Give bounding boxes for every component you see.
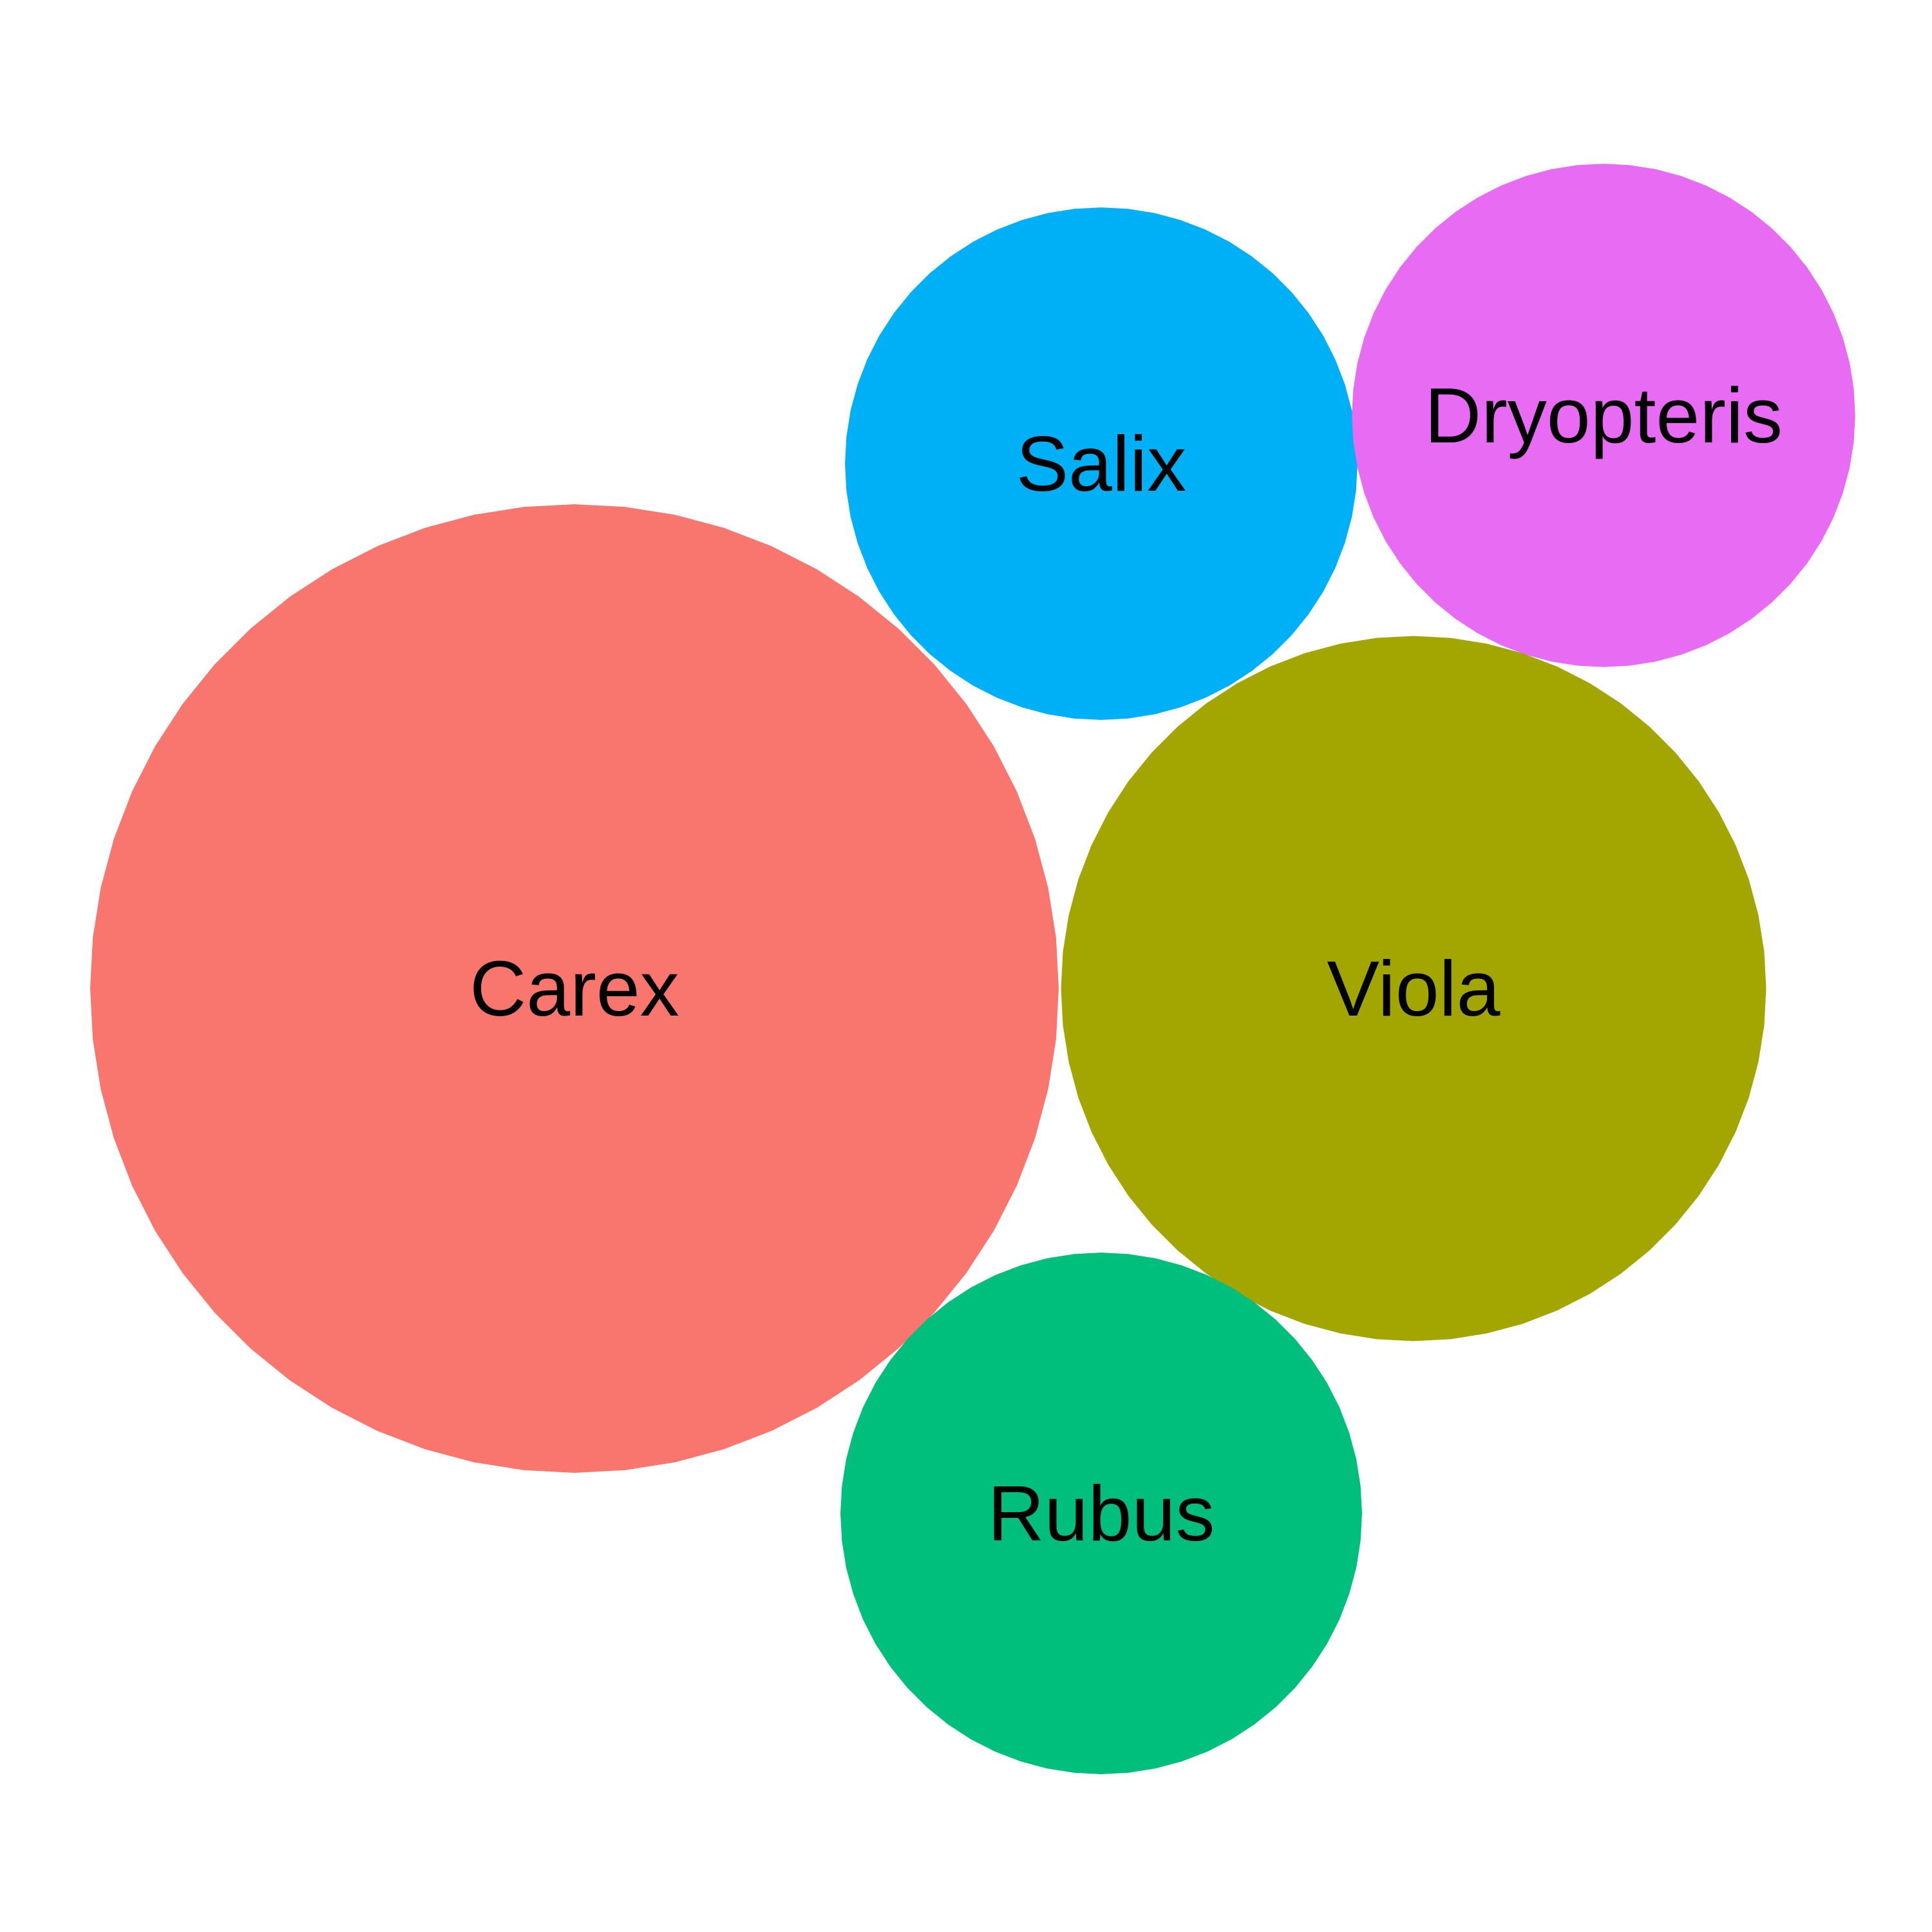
bubble-dryopteris (1352, 164, 1855, 667)
bubble-carex (90, 504, 1059, 1473)
bubble-viola (1061, 636, 1766, 1341)
bubble-rubus (840, 1253, 1362, 1774)
bubble-salix (845, 207, 1358, 720)
bubble-layer (90, 164, 1855, 1774)
bubble-label-viola: Viola (1327, 945, 1500, 1032)
bubble-label-salix: Salix (1016, 420, 1186, 507)
bubble-label-carex: Carex (469, 945, 679, 1032)
bubble-label-dryopteris: Dryopteris (1425, 372, 1783, 459)
bubble-label-rubus: Rubus (988, 1470, 1215, 1557)
